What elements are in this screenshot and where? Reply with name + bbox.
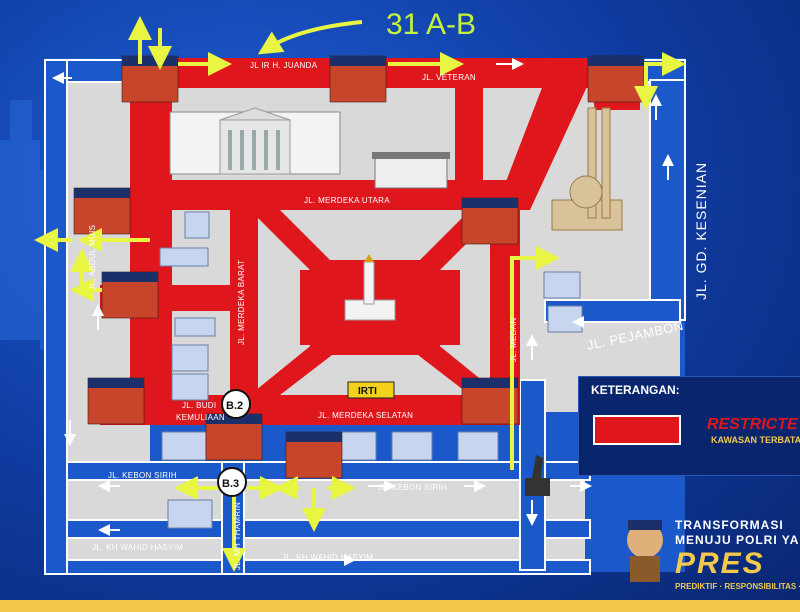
monas-icon: [344, 254, 396, 321]
building-icon: [372, 152, 450, 189]
marker-b2: B.2: [221, 389, 251, 419]
street-labels: JL IR H. JUANDA JL. VETERAN JL. MERDEKA …: [88, 61, 709, 570]
police-mascot-icon: [627, 520, 663, 582]
street-medan: JL. MEDAN: [509, 318, 518, 363]
legend-restricted-sub: KAWASAN TERBATA: [711, 435, 800, 445]
street-wahid-hasyim-e: JL. KH WAHID HASYIM: [282, 553, 373, 562]
route-arrows: [34, 16, 686, 572]
route-code-title: 31 A-B: [386, 8, 477, 41]
presisi-branding: TRANSFORMASI MENUJU POLRI YAN PRES PREDI…: [620, 518, 800, 606]
svg-text:IRTI: IRTI: [358, 386, 377, 397]
brand-line1: TRANSFORMASI: [675, 518, 784, 532]
bottom-bar: [0, 600, 800, 612]
street-thamrin: JL. MH THAMRIN: [233, 502, 242, 570]
street-wahid-hasyim-w: JL. KH WAHID HASYIM: [92, 543, 183, 552]
legend-panel: KETERANGAN: RESTRICTE KAWASAN TERBATA: [578, 376, 800, 476]
statue-icon: [525, 455, 550, 496]
brand-tagline: PREDIKTIF · RESPONSIBILITAS · TRA: [675, 582, 800, 591]
palace-icon: [169, 107, 341, 175]
legend-title: KETERANGAN:: [591, 383, 680, 397]
brand-line2: MENUJU POLRI YAN: [675, 533, 800, 547]
street-merdeka-barat: JL. MERDEKA BARAT: [237, 260, 246, 345]
street-budi-2: KEMULIAAN: [176, 413, 225, 422]
street-kebon-sirih-e: JL. KEBON SIRIH: [378, 483, 447, 492]
street-kesenian: JL. GD. KESENIAN: [693, 162, 709, 300]
marker-b3: B.3: [217, 467, 247, 497]
brand-presisi: PRES: [675, 547, 765, 580]
svg-text:B.3: B.3: [222, 478, 239, 490]
mosque-icon: [551, 107, 623, 231]
street-veteran: JL. VETERAN: [422, 73, 476, 82]
street-merdeka-selatan: JL. MERDEKA SELATAN: [318, 411, 413, 420]
street-abdul-muis: JL. ABDUL MUIS: [88, 225, 97, 290]
irti-marker: IRTI: [347, 381, 395, 399]
street-budi-1: JL. BUDI: [182, 401, 216, 410]
street-kebon-sirih-w: JL. KEBON SIRIH: [108, 471, 177, 480]
street-merdeka-utara: JL. MERDEKA UTARA: [304, 196, 390, 205]
street-juanda: JL IR H. JUANDA: [250, 61, 318, 70]
legend-restricted-swatch: [593, 415, 681, 445]
svg-text:B.2: B.2: [226, 400, 243, 412]
legend-restricted-label: RESTRICTE: [707, 416, 798, 433]
side-buildings: [159, 211, 583, 529]
direction-arrows: [52, 58, 674, 566]
